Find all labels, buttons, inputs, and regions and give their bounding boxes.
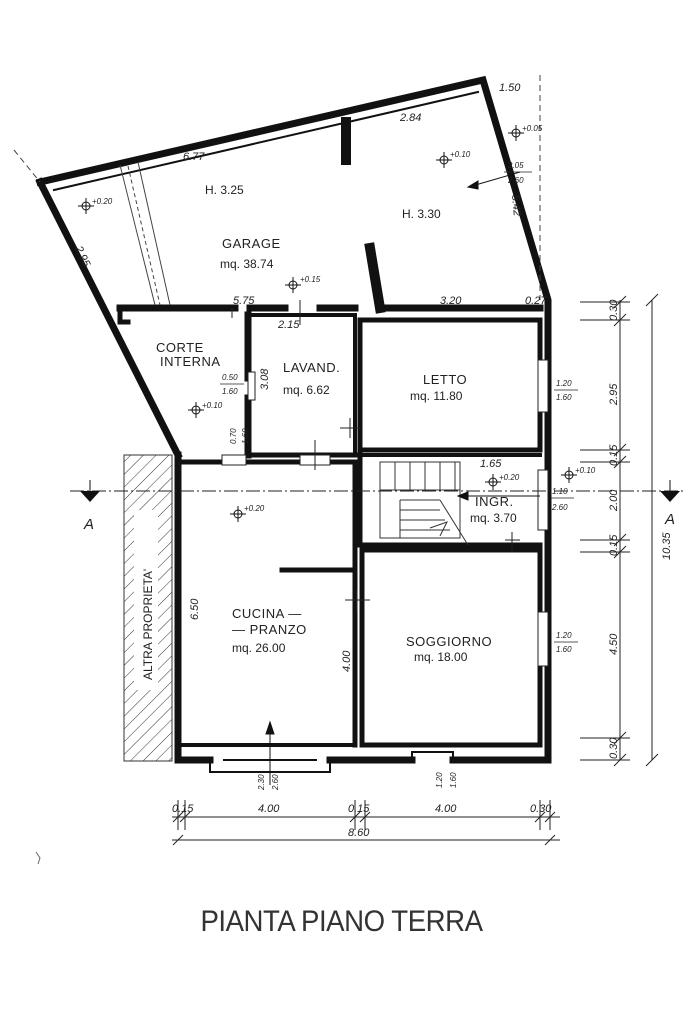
dim-garage-bottom-mid: 5.75 <box>233 295 255 307</box>
ingr-door-top: 1.10 <box>552 487 568 496</box>
ingr-door-bottom: 2.60 <box>551 503 568 512</box>
elevation-marker: +0.20 <box>230 504 265 522</box>
right-chain-label: 0.15 <box>608 534 620 556</box>
elev-cucina: +0.20 <box>244 504 265 513</box>
entry-arrows <box>265 171 540 785</box>
elev-garage-left: +0.20 <box>92 197 113 206</box>
section-line: A A <box>70 480 683 533</box>
bottom-chain-label: 0.15 <box>348 803 370 815</box>
cucina-door-top: 2.30 <box>257 774 266 791</box>
neighbor-property: ALTRA PROPRIETA' <box>123 454 173 762</box>
opening-labels: 2.05 2.60 0.50 1.60 0.70 1.60 1.20 1.60 … <box>220 161 578 791</box>
dim-lavand-width: 2.15 <box>277 319 300 331</box>
garage-height-right: H. 3.30 <box>402 207 441 221</box>
page-title: PIANTA PIANO TERRA <box>200 905 483 938</box>
cucina-door-bottom: 2.60 <box>271 774 280 791</box>
lavand-door-top: 0.50 <box>222 373 238 382</box>
lavand-area: mq. 6.62 <box>283 383 330 397</box>
section-mark-left: A <box>83 516 94 533</box>
corte-door-bottom: 1.60 <box>241 428 250 444</box>
elev-ingresso: +0.20 <box>499 473 520 482</box>
section-mark-right: A <box>664 511 675 528</box>
corte-name-2: INTERNA <box>160 354 221 369</box>
soggiorno-bottom-top: 1.20 <box>435 772 444 788</box>
elevation-marker: +0.10 <box>561 466 596 483</box>
bottom-dimension-chain: 0.15 4.00 0.15 4.00 0.30 8.60 <box>172 800 560 846</box>
cucina-area: mq. 26.00 <box>232 641 286 655</box>
elev-garage-mid: +0.15 <box>300 275 321 284</box>
right-chain-label: 0.30 <box>608 737 620 759</box>
soggiorno-window-top: 1.20 <box>556 631 572 640</box>
dim-garage-right-wall: 5.42 <box>509 194 523 216</box>
elevation-marker: +0.10 <box>188 401 223 418</box>
elev-corte: +0.10 <box>202 401 223 410</box>
soggiorno-bottom-bottom: 1.60 <box>449 772 458 788</box>
garage-height-left: H. 3.25 <box>205 183 244 197</box>
letto-name: LETTO <box>423 372 467 387</box>
soggiorno-window-bottom: 1.60 <box>556 645 572 654</box>
bottom-chain-label: 0.30 <box>530 803 552 815</box>
cucina-name-1: CUCINA — <box>232 606 302 621</box>
elevation-markers: +0.20 +0.15 +0.10 +0.05 +0.10 +0.20 +0.2… <box>78 124 596 522</box>
elev-garage-corner: +0.05 <box>522 124 543 133</box>
dim-corner-offset: 0.27 <box>525 295 547 307</box>
dim-bottom-total: 8.60 <box>348 827 370 839</box>
dim-lavand-depth: 3.08 <box>259 368 271 390</box>
right-dimension-chain: 0.30 2.95 0.15 2.00 0.15 4.50 0.30 10.35 <box>580 293 673 767</box>
walls <box>35 75 552 773</box>
lavand-name: LAVAND. <box>283 360 340 375</box>
dim-right-total: 10.35 <box>661 532 673 560</box>
right-chain-label: 2.95 <box>608 383 620 406</box>
stray-mark <box>35 851 41 865</box>
dim-garage-bottom-right: 3.20 <box>440 295 462 307</box>
letto-window-top: 1.20 <box>556 379 572 388</box>
letto-window-bottom: 1.60 <box>556 393 572 402</box>
elevation-marker: +0.20 <box>78 197 113 214</box>
garage-internal-lines <box>13 75 541 306</box>
dim-top-right-corner: 1.50 <box>499 82 521 94</box>
dim-garage-top-right: 2.84 <box>399 112 421 124</box>
door-marks <box>231 300 520 612</box>
elev-garage-right: +0.10 <box>450 150 471 159</box>
corte-door-top: 0.70 <box>229 428 238 444</box>
soggiorno-area: mq. 18.00 <box>414 650 468 664</box>
lavand-door-bottom: 1.60 <box>222 387 238 396</box>
right-chain-label: 2.00 <box>608 489 620 512</box>
neighbor-label: ALTRA PROPRIETA' <box>141 569 155 680</box>
stairs <box>379 461 469 546</box>
elev-exterior: +0.10 <box>575 466 596 475</box>
bottom-chain-label: 0.15 <box>172 803 194 815</box>
garage-area: mq. 38.74 <box>220 257 274 271</box>
dim-soggiorno-depth: 4.00 <box>341 650 353 672</box>
ingr-area: mq. 3.70 <box>470 511 517 525</box>
right-chain-label: 4.50 <box>608 633 620 655</box>
right-chain-label: 0.15 <box>608 444 620 466</box>
soggiorno-name: SOGGIORNO <box>406 634 492 649</box>
corte-name-1: CORTE <box>156 340 204 355</box>
elevation-marker: +0.05 <box>508 124 543 141</box>
bottom-chain-label: 4.00 <box>435 803 457 815</box>
bottom-chain-label: 4.00 <box>258 803 280 815</box>
room-labels: H. 3.25 H. 3.30 GARAGE mq. 38.74 CORTE I… <box>156 183 517 664</box>
dim-cucina-depth: 6.50 <box>189 598 201 620</box>
letto-area: mq. 11.80 <box>410 389 463 403</box>
elevation-marker: +0.20 <box>485 473 520 490</box>
ingr-name: INGR. <box>475 494 514 509</box>
garage-door-bottom: 2.60 <box>507 176 524 185</box>
elevation-marker: +0.10 <box>436 150 471 168</box>
right-chain-label: 0.30 <box>608 299 620 321</box>
garage-name: GARAGE <box>222 236 281 251</box>
dim-garage-top-left: 6.77 <box>183 151 205 163</box>
elevation-marker: +0.15 <box>285 275 321 293</box>
garage-door-top: 2.05 <box>507 161 524 170</box>
dim-ingr-width: 1.65 <box>480 458 502 470</box>
cucina-name-2: — PRANZO <box>232 622 307 637</box>
